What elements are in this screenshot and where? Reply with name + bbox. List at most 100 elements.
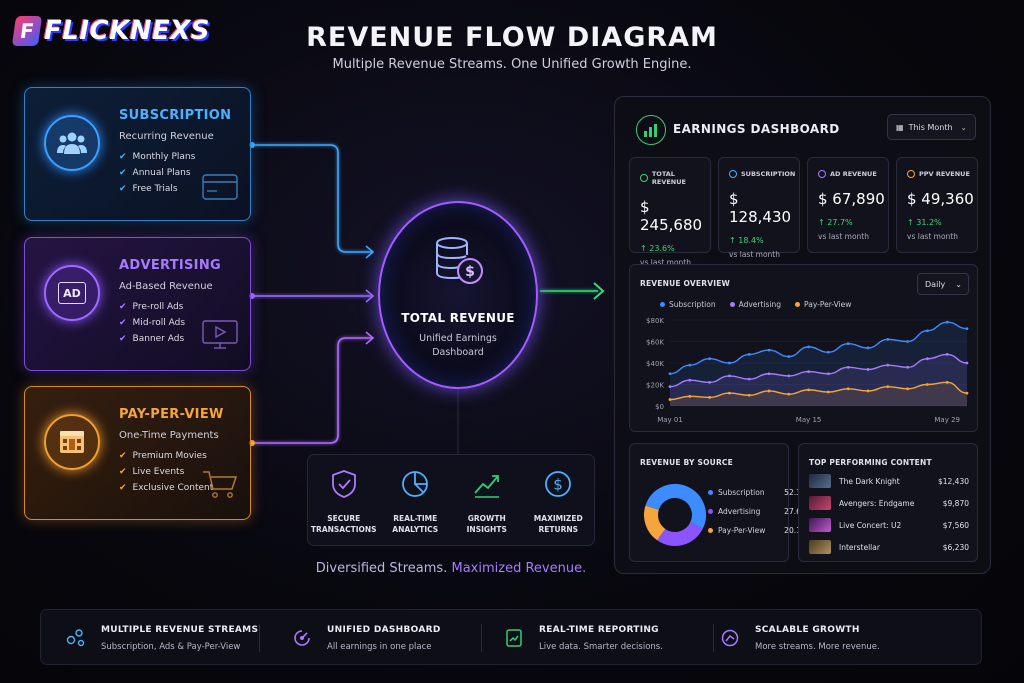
donut-slice bbox=[645, 484, 706, 529]
series-point bbox=[866, 368, 870, 371]
donut-slice bbox=[657, 521, 703, 546]
series-point bbox=[965, 391, 969, 395]
series-point bbox=[708, 380, 711, 384]
series-point bbox=[846, 342, 850, 346]
granularity-dropdown[interactable]: Daily⌄ bbox=[917, 273, 969, 295]
check-icon: ✔ bbox=[119, 318, 127, 328]
check-icon: ✔ bbox=[119, 168, 127, 178]
donut-slice bbox=[644, 505, 666, 541]
series-point bbox=[906, 365, 909, 369]
kpi-note: vs last month bbox=[729, 250, 780, 259]
y-tick-label: $60K bbox=[646, 339, 664, 347]
top-content-panel: TOP PERFORMING CONTENT The Dark Knight$1… bbox=[798, 443, 978, 562]
list-item[interactable]: The Dark Knight$12,430 bbox=[809, 474, 969, 488]
series-point bbox=[747, 377, 751, 381]
legend-item: Subscription bbox=[660, 300, 716, 309]
series-point bbox=[688, 394, 692, 398]
users-icon bbox=[44, 115, 100, 171]
series-point bbox=[668, 385, 672, 389]
series-point bbox=[708, 357, 711, 361]
panel-title: REVENUE OVERVIEW bbox=[640, 279, 730, 288]
stream-name: PAY-PER-VIEW bbox=[119, 407, 224, 422]
list-item: ✔Live Events bbox=[119, 467, 185, 477]
thumbnail bbox=[809, 474, 831, 488]
chevron-down-icon: ⌄ bbox=[960, 122, 967, 132]
kpi-change: ↑ 18.4% bbox=[729, 236, 764, 245]
check-icon: ✔ bbox=[119, 334, 127, 344]
series-point bbox=[886, 363, 890, 367]
series-point bbox=[827, 390, 830, 394]
credit-card-icon bbox=[202, 174, 238, 200]
y-tick-label: $20K bbox=[646, 382, 664, 390]
thumbnail bbox=[809, 518, 831, 532]
brand-name: FLICKNEXS bbox=[44, 16, 211, 46]
check-icon: ✔ bbox=[119, 467, 127, 477]
series-point bbox=[827, 350, 830, 354]
series-point bbox=[787, 374, 791, 378]
series-area bbox=[670, 354, 967, 406]
list-item[interactable]: Interstellar$6,230 bbox=[809, 540, 969, 554]
legend-item: Advertising bbox=[729, 300, 781, 309]
kpi-change: ↑ 23.6% bbox=[640, 244, 675, 253]
series-point bbox=[906, 387, 909, 391]
kpi-value: $ 245,680 bbox=[640, 198, 703, 234]
stream-desc: One-Time Payments bbox=[119, 430, 219, 441]
series-point bbox=[668, 372, 672, 376]
series-point bbox=[747, 353, 751, 356]
series-point bbox=[807, 388, 810, 392]
list-item[interactable]: Live Concert: U2$7,560 bbox=[809, 518, 969, 532]
kpi-value: $ 49,360 bbox=[907, 190, 974, 208]
stream-desc: Recurring Revenue bbox=[119, 131, 214, 142]
video-player-icon bbox=[202, 320, 238, 349]
series-point bbox=[926, 383, 929, 386]
list-item: ✔Exclusive Content bbox=[119, 483, 214, 493]
series-line bbox=[669, 321, 968, 375]
info-icon bbox=[729, 170, 737, 178]
check-icon: ✔ bbox=[119, 451, 127, 461]
series-point bbox=[787, 355, 791, 358]
series-point bbox=[747, 393, 751, 397]
period-dropdown[interactable]: ▦ This Month ⌄ bbox=[887, 114, 976, 140]
panel-title: REVENUE BY SOURCE bbox=[640, 458, 733, 467]
series-point bbox=[728, 374, 731, 378]
stream-name: ADVERTISING bbox=[119, 258, 221, 273]
check-icon: ✔ bbox=[119, 152, 127, 162]
series-point bbox=[807, 370, 810, 373]
list-item: ✔Banner Ads bbox=[119, 334, 185, 344]
kpi-ppv-revenue: PPV REVENUE $ 49,360 ↑ 31.2% vs last mon… bbox=[896, 157, 978, 253]
list-item: ✔Pre-roll Ads bbox=[119, 302, 184, 312]
list-item: ✔Free Trials bbox=[119, 184, 178, 194]
dashboard-icon bbox=[291, 627, 313, 649]
series-point bbox=[827, 372, 830, 376]
dollar-circle-icon: $ bbox=[545, 471, 572, 497]
tagline: Diversified Streams. Maximized Revenue. bbox=[315, 561, 587, 576]
series-point bbox=[945, 353, 949, 356]
kpi-change: ↑ 31.2% bbox=[907, 218, 942, 227]
panel-title: TOP PERFORMING CONTENT bbox=[809, 458, 932, 467]
series-area bbox=[670, 322, 967, 406]
stream-desc: Ad-Based Revenue bbox=[119, 281, 213, 292]
y-tick-label: $0 bbox=[655, 403, 664, 411]
brand-logo: F FLICKNEXS bbox=[11, 16, 211, 46]
stream-card-subscription: SUBSCRIPTION Recurring Revenue ✔Monthly … bbox=[24, 87, 251, 221]
y-tick-label: $80K bbox=[646, 317, 664, 325]
list-item: ✔Premium Movies bbox=[119, 451, 207, 461]
series-point bbox=[926, 329, 929, 333]
revenue-donut-chart bbox=[644, 484, 706, 546]
series-point bbox=[688, 363, 692, 367]
list-item[interactable]: Avengers: Endgame$9,870 bbox=[809, 496, 969, 510]
report-icon bbox=[503, 627, 525, 649]
